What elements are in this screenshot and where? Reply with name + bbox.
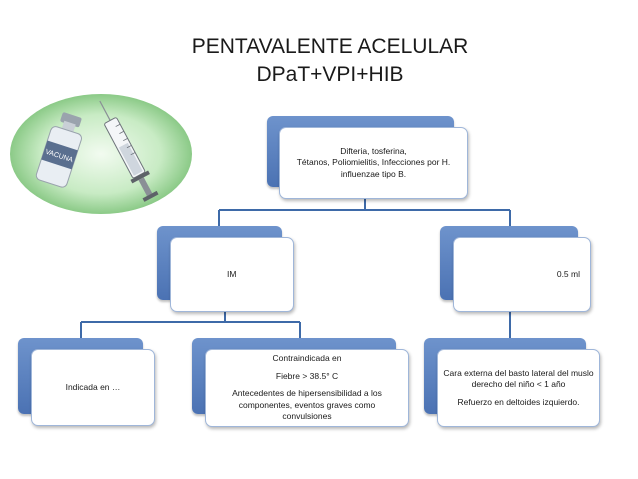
indication-node: Indicada en …	[31, 349, 155, 426]
contraindication-node-line3: Antecedentes de hipersensibilidad a los …	[216, 388, 398, 423]
site-node: Cara externa del basto lateral del muslo…	[437, 349, 600, 427]
site-node-line1: Cara externa del basto lateral del muslo…	[443, 368, 594, 391]
root-node-line2: Tétanos, Poliomielitis, Infecciones por …	[286, 157, 461, 180]
route-node: IM	[170, 237, 294, 312]
dose-node-text: 0.5 ml	[557, 269, 580, 281]
contraindication-node-line2: Fiebre > 38.5° C	[276, 371, 338, 383]
dose-node: 0.5 ml	[453, 237, 591, 312]
site-node-line2: Refuerzo en deltoides izquierdo.	[458, 397, 580, 409]
root-node-line1: Difteria, tosferina,	[340, 146, 407, 158]
contraindication-node-line1: Contraindicada en	[273, 353, 342, 365]
contraindication-node: Contraindicada en Fiebre > 38.5° C Antec…	[205, 349, 409, 427]
root-node: Difteria, tosferina, Tétanos, Poliomieli…	[279, 127, 468, 199]
indication-node-text: Indicada en …	[66, 382, 121, 394]
route-node-text: IM	[227, 269, 236, 281]
